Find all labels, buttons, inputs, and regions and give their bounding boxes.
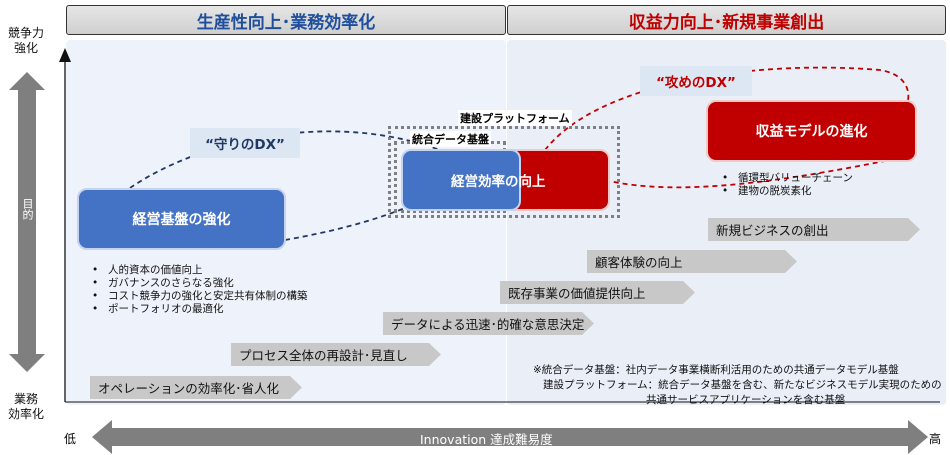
efficiency-box: 経営効率の向上: [401, 149, 546, 211]
step-operations: オペレーションの効率化･省人化: [90, 376, 302, 399]
foundation-box: 経営基盤の強化: [77, 188, 286, 250]
step-customer-experience: 顧客体験の向上: [587, 250, 797, 273]
defend-connector-lower: [284, 207, 406, 241]
step-data-decision: データによる迅速･的確な意思決定: [383, 312, 594, 335]
list-item: コスト競争力の強化と安定共有体制の構築: [92, 290, 308, 303]
construction-platform-frame: [388, 126, 620, 218]
construction-platform-label: 建設プラットフォーム: [458, 110, 572, 126]
list-item: 人的資本の価値向上: [92, 264, 308, 277]
step-existing-value: 既存事業の価値提供向上: [500, 281, 695, 304]
note-line-2: 建設プラットフォーム：統合データ基盤を含む、新たなビジネスモデル実現のための: [543, 379, 942, 391]
purpose-double-arrow: [9, 72, 45, 372]
x-axis-low-label: 低: [64, 432, 77, 446]
list-item: ポートフォリオの最適化: [92, 303, 308, 316]
header-revenue: 収益力向上･新規事業創出: [507, 5, 946, 35]
y-axis-mid-label: 目的: [20, 198, 34, 220]
y-axis-bottom-label: 業務 効率化: [7, 392, 44, 421]
revenue-box: 収益モデルの進化: [706, 100, 917, 162]
step-process: プロセス全体の再設計･見直し: [231, 343, 441, 366]
note-line-3: 共通サービスアプリケーションを含む基盤: [646, 394, 846, 406]
step-new-business: 新規ビジネスの創出: [708, 218, 920, 241]
list-item: ガバナンスのさらなる強化: [92, 277, 308, 290]
integrated-data-label: 統合データ基盤: [410, 131, 491, 147]
foundation-bullets: 人的資本の価値向上 ガバナンスのさらなる強化 コスト競争力の強化と安定共有体制の…: [92, 264, 308, 316]
y-axis-top-label: 競争力 強化: [7, 26, 44, 55]
list-item: 循環型バリューチェーン: [722, 172, 853, 185]
note-line-1: ※統合データ基盤：社内データ事業横断利活用のための共通データモデル基盤: [533, 364, 899, 376]
attack-dx-label: “攻めのDX”: [640, 66, 752, 96]
attack-connector-upper: [544, 66, 910, 151]
x-axis-high-label: 高: [929, 432, 942, 446]
x-axis-label: Innovation 達成難易度: [420, 432, 553, 447]
defend-dx-label: “守りのDX”: [190, 128, 300, 158]
difficulty-double-arrow: [92, 420, 928, 454]
revenue-bullets: 循環型バリューチェーン 建物の脱炭素化: [722, 172, 853, 198]
header-productivity: 生産性向上･業務効率化: [66, 5, 506, 35]
y-axis-arrowhead: [59, 48, 71, 62]
list-item: 建物の脱炭素化: [722, 185, 853, 198]
